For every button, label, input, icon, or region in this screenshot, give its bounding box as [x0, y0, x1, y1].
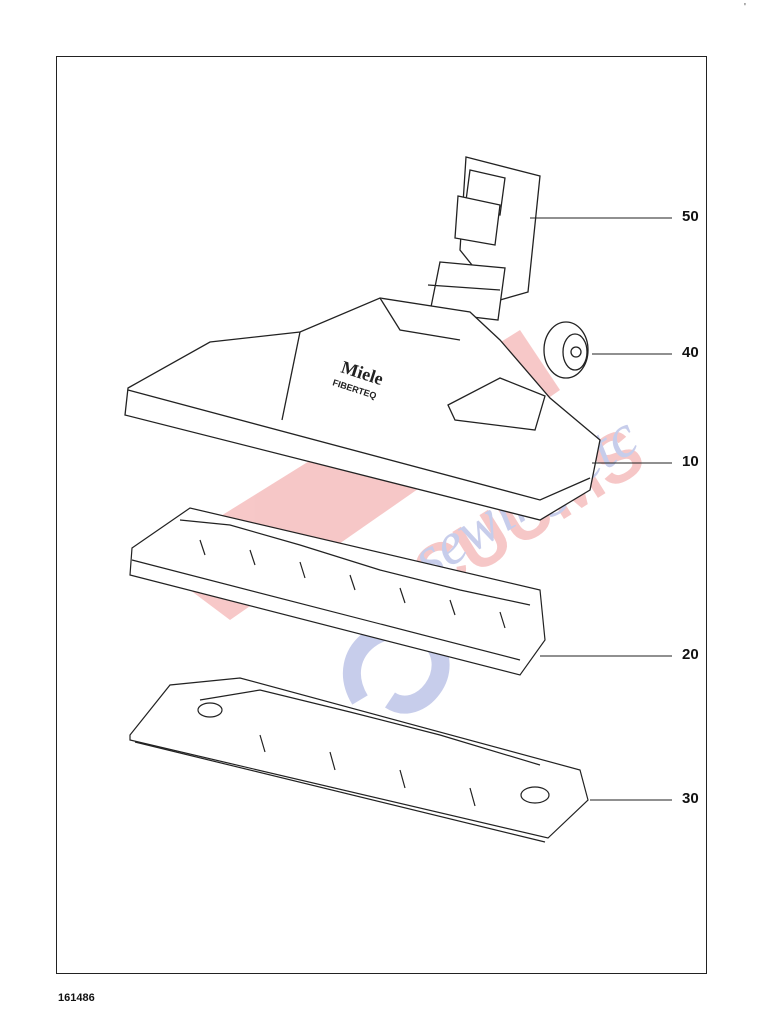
part-30-sole-plate	[129, 677, 589, 843]
part-20-chassis	[129, 507, 546, 676]
part-40-wheel	[543, 321, 589, 379]
drawing-number: 161486	[58, 992, 95, 1004]
callout-label-10: 10	[682, 453, 699, 470]
callout-label-50: 50	[682, 208, 699, 225]
callout-label-20: 20	[682, 646, 699, 663]
part-10-housing: Miele FIBERTEQ	[124, 297, 601, 521]
part-50-neck	[427, 156, 541, 321]
diagram-frame	[56, 56, 707, 974]
callout-label-40: 40	[682, 344, 699, 361]
leader-lines	[530, 217, 672, 801]
corner-mark: '	[744, 2, 746, 13]
callout-label-30: 30	[682, 790, 699, 807]
